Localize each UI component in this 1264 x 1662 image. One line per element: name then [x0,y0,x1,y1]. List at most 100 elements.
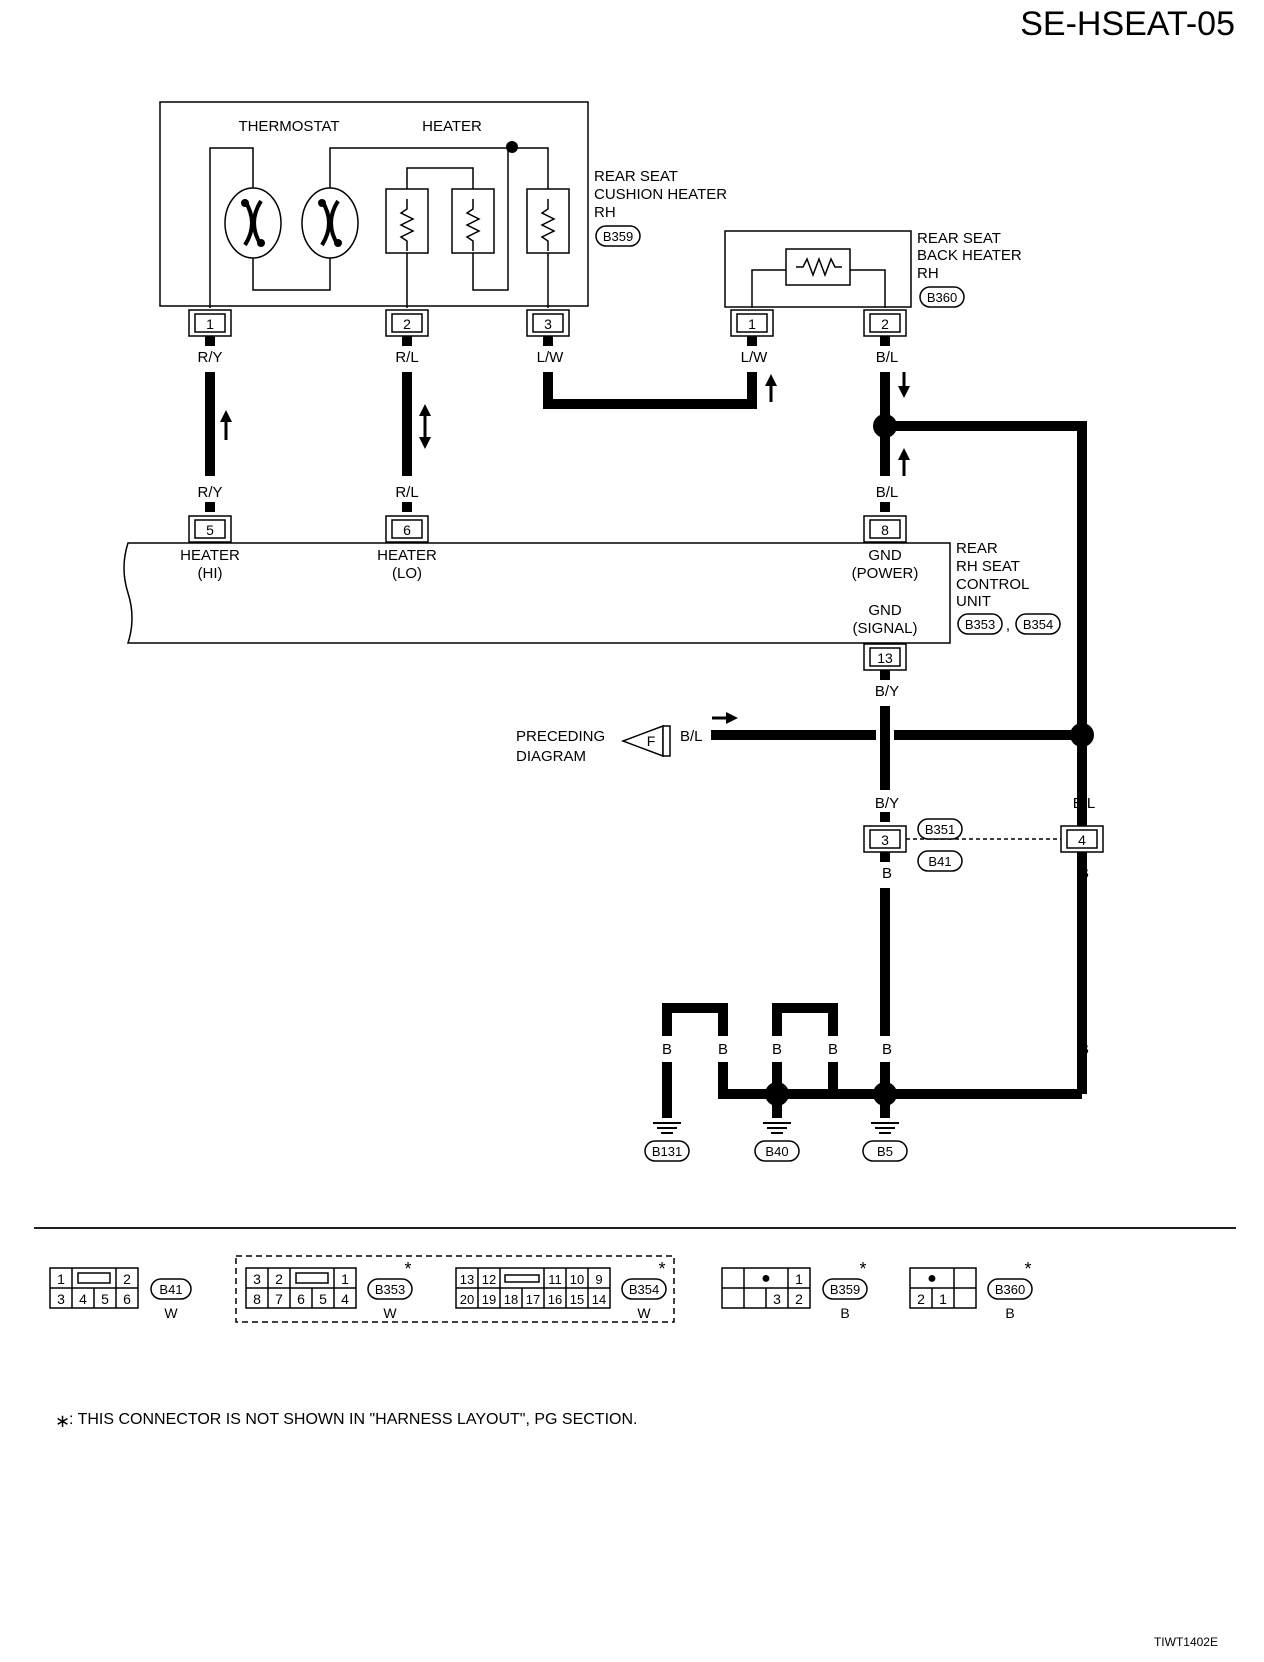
wire-by-bottom: B/Y [875,795,899,812]
svg-text:20: 20 [460,1292,474,1307]
preceding-diagram-link[interactable]: PRECEDING DIAGRAM F B/L [516,724,703,765]
svg-text:B: B [1005,1305,1014,1321]
svg-text:4: 4 [341,1291,349,1307]
svg-text:(POWER): (POWER) [852,565,919,582]
heater-label: HEATER [422,118,482,135]
arrow-down-bl [898,372,910,398]
svg-text:18: 18 [504,1292,518,1307]
svg-text:2: 2 [795,1291,803,1307]
connector-view-b360: ● 2 1 B360 * B [909,1259,1033,1321]
svg-text:3: 3 [544,316,552,332]
svg-text:BACK HEATER: BACK HEATER [917,247,1022,264]
svg-text:1: 1 [748,316,756,332]
ground-b40-tag: B40 [765,1144,788,1159]
svg-text:1: 1 [795,1271,803,1287]
cushion-heater-name: REAR SEAT CUSHION HEATER RH [594,168,727,221]
svg-text:1: 1 [206,316,214,332]
svg-text:RH: RH [917,265,939,282]
wire-ry-top: R/Y [197,349,222,366]
connector-view-b359: ● 1 3 2 B359 * B [721,1259,868,1321]
svg-text:REAR SEAT: REAR SEAT [594,168,678,185]
terminal-heater-lo: HEATER [377,547,437,564]
svg-text:●: ● [927,1270,937,1287]
svg-text:B353: B353 [375,1282,405,1297]
svg-text:4: 4 [1078,832,1086,848]
wire-bl-preceding: B/L [680,728,703,745]
ground-symbol-b5 [871,1122,899,1134]
wire-by-top: B/Y [875,683,899,700]
svg-text:6: 6 [297,1291,305,1307]
svg-text:B: B [772,1041,782,1058]
lower-wiring: B/Y B/Y B/L [711,670,1095,822]
wire-rl-bottom: R/L [395,484,418,501]
svg-text:2: 2 [403,316,411,332]
svg-text:5: 5 [206,522,214,538]
wire-bl-bottom: B/L [1073,795,1096,812]
svg-text:W: W [164,1305,178,1321]
upper-wiring: R/Y R/L L/W L/W B/L R/Y R/L B/L [197,336,1087,1094]
connector-b351-tag: B351 [925,822,955,837]
svg-text:B360: B360 [995,1282,1025,1297]
svg-text:3: 3 [773,1291,781,1307]
svg-text:●: ● [761,1270,771,1287]
svg-text:CUSHION HEATER: CUSHION HEATER [594,186,727,203]
arrow-up-bl [898,448,910,476]
arrow-both-rl [419,404,431,449]
svg-text:(LO): (LO) [392,565,422,582]
arrow-up-lw [765,374,777,402]
connector-b359-tag: B359 [603,229,633,244]
svg-text:7: 7 [275,1291,283,1307]
back-heater-pins: 1 2 [730,309,907,337]
svg-text:6: 6 [123,1291,131,1307]
heater-element-3 [526,188,570,254]
ground-b131-tag: B131 [652,1144,682,1159]
connector-view-b354: 13 12 11 10 9 20 19 18 17 16 15 14 B354 … [455,1259,667,1321]
svg-text:B354: B354 [629,1282,659,1297]
wire-lw-back: L/W [741,349,769,366]
svg-text:CONTROL: CONTROL [956,576,1029,593]
svg-text:8: 8 [253,1291,261,1307]
svg-text:5: 5 [319,1291,327,1307]
svg-text:11: 11 [548,1272,562,1287]
not-in-layout-star: * [404,1259,411,1279]
ground-symbol-b40 [763,1122,791,1134]
svg-text:,: , [1006,617,1010,634]
wire-ry-bottom: R/Y [197,484,222,501]
connector-b360-tag: B360 [927,290,957,305]
svg-text:1: 1 [939,1291,947,1307]
svg-text:5: 5 [101,1291,109,1307]
svg-text:6: 6 [403,522,411,538]
terminal-heater-hi: HEATER [180,547,240,564]
not-in-layout-star: * [658,1259,665,1279]
svg-text:15: 15 [570,1292,584,1307]
svg-text:B359: B359 [830,1282,860,1297]
svg-text:13: 13 [877,650,893,666]
svg-text:13: 13 [460,1272,474,1287]
figure-id: TIWT1402E [1154,1635,1218,1649]
not-in-layout-star: * [859,1259,866,1279]
svg-text:4: 4 [79,1291,87,1307]
wire-bl-top: B/L [876,349,899,366]
flag-f: F [647,733,656,749]
back-heater-name: REAR SEAT BACK HEATER RH [917,230,1022,282]
not-in-layout-star: * [1024,1259,1031,1279]
thermostat-label: THERMOSTAT [238,118,339,135]
svg-text:REAR: REAR [956,540,998,557]
arrow-up-ry [220,410,232,440]
svg-text:B41: B41 [159,1282,182,1297]
connector-b353-tag: B353 [965,617,995,632]
heater-element-2 [451,188,495,254]
wire-rl-top: R/L [395,349,418,366]
svg-text:1: 1 [57,1271,65,1287]
svg-text:(HI): (HI) [198,565,223,582]
svg-text:B: B [828,1041,838,1058]
svg-text:UNIT: UNIT [956,593,991,610]
terminal-gnd-signal: GND [868,602,902,619]
svg-text:9: 9 [595,1272,602,1287]
control-unit-name: REAR RH SEAT CONTROL UNIT [956,540,1029,610]
connector-view-b353: 3 2 1 8 7 6 5 4 B353 * W [245,1259,413,1321]
svg-text:W: W [637,1305,651,1321]
svg-text:2: 2 [123,1271,131,1287]
svg-text:1: 1 [341,1271,349,1287]
